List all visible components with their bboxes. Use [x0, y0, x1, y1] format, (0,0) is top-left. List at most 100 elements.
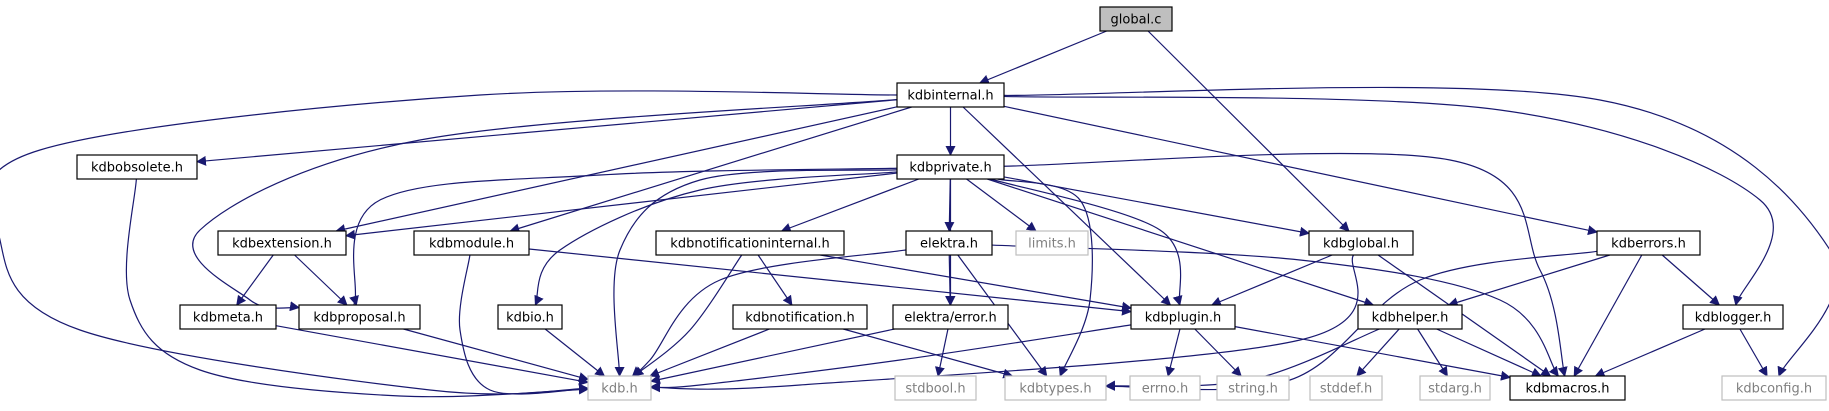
node-label: elektra.h [920, 237, 978, 252]
edge-kdbplugin-to-string [1194, 328, 1242, 377]
node-global-c[interactable]: global.c [1099, 6, 1173, 32]
node-label: kdbmodule.h [429, 237, 514, 252]
edge-kdbprivate-to-kdbnotificationinternal [780, 178, 920, 233]
node-kdbextension[interactable]: kdbextension.h [217, 230, 347, 256]
edge-elektra-to-elektra_error [945, 254, 956, 306]
node-label: kdbproposal.h [313, 311, 405, 326]
node-box [905, 230, 993, 256]
edge-kdbprivate-to-kdbglobal [1003, 176, 1310, 237]
node-box [1015, 230, 1089, 256]
node-kdbmeta[interactable]: kdbmeta.h [179, 304, 277, 330]
node-kdbobsolete[interactable]: kdbobsolete.h [76, 154, 198, 180]
node-label: elektra/error.h [904, 311, 997, 326]
node-box [1682, 304, 1784, 330]
node-box [1357, 304, 1463, 330]
node-label: string.h [1228, 382, 1278, 397]
node-kdbmacros[interactable]: kdbmacros.h [1509, 375, 1626, 401]
edge-kdbinternal-to-kdberrors [1003, 105, 1598, 236]
edge-kdbmodule-to-kdb [458, 254, 589, 395]
node-kdbinternal[interactable]: kdbinternal.h [896, 82, 1005, 108]
edge-kdbprivate-to-kdb [613, 169, 898, 377]
edge-kdbprivate-to-kdbextension [345, 172, 898, 240]
node-box [894, 375, 977, 401]
edge-kdbio-to-kdb [544, 328, 606, 377]
node-label: stdbool.h [905, 382, 965, 397]
node-kdberrors[interactable]: kdberrors.h [1596, 230, 1701, 256]
node-kdbtypes: kdbtypes.h [1004, 375, 1107, 401]
node-box [732, 304, 868, 330]
edge-layer [0, 30, 1829, 398]
node-kdbnotificationinternal[interactable]: kdbnotificationinternal.h [655, 230, 845, 256]
node-box [217, 230, 347, 256]
edge-kdbprivate-to-kdbmacros [1003, 152, 1568, 377]
node-box [1129, 375, 1201, 401]
node-label: kdbconfig.h [1736, 382, 1812, 397]
node-label: kdbplugin.h [1145, 311, 1222, 326]
edge-kdbnotificationinternal-to-kdbnotification [757, 254, 793, 306]
edge-elektra_error-to-stdbool [935, 328, 949, 377]
node-label: kdbglobal.h [1323, 237, 1399, 252]
edge-global_c-to-kdbglobal [1147, 30, 1350, 232]
edge-kdbextension-to-kdbproposal [294, 254, 348, 306]
edge-kdbmodule-to-kdbplugin [528, 248, 1132, 316]
node-kdbprivate[interactable]: kdbprivate.h [896, 154, 1005, 180]
edge-kdbmeta-to-kdb [275, 325, 589, 386]
edge-elektra-to-kdbmacros [991, 244, 1559, 377]
edge-kdbprivate-to-kdbhelper [987, 178, 1375, 307]
edge-kdbprivate-to-kdbplugin [990, 178, 1183, 306]
node-box [497, 304, 563, 330]
node-label: kdb.h [601, 382, 637, 397]
node-label: stddef.h [1320, 382, 1372, 397]
node-kdbio[interactable]: kdbio.h [497, 304, 563, 330]
edge-kdblogger-to-kdbmacros [1594, 328, 1706, 378]
node-box [587, 375, 652, 401]
node-label: kdbnotificationinternal.h [670, 237, 829, 252]
edge-kdbprivate-to-limits [966, 178, 1037, 232]
node-label: kdbprivate.h [909, 161, 991, 176]
node-label: stdarg.h [1428, 382, 1482, 397]
node-elektra-error[interactable]: elektra/error.h [892, 304, 1009, 330]
node-label: kdberrors.h [1611, 237, 1686, 252]
edge-kdblogger-to-kdbconfig [1739, 328, 1768, 377]
node-elektra[interactable]: elektra.h [905, 230, 993, 256]
node-kdbglobal[interactable]: kdbglobal.h [1308, 230, 1414, 256]
node-kdbnotification[interactable]: kdbnotification.h [732, 304, 868, 330]
edge-kdbhelper-to-stdarg [1417, 328, 1448, 377]
node-stddef: stddef.h [1309, 375, 1383, 401]
node-label: kdbmacros.h [1526, 382, 1610, 397]
node-kdbplugin[interactable]: kdbplugin.h [1130, 304, 1236, 330]
node-errno: errno.h [1129, 375, 1201, 401]
edge-kdbplugin-to-kdb [650, 324, 1132, 392]
edge-kdbinternal-to-kdbextension [335, 106, 898, 234]
node-kdblogger[interactable]: kdblogger.h [1682, 304, 1784, 330]
node-box [1308, 230, 1414, 256]
node-box [1004, 375, 1107, 401]
node-box [1721, 375, 1827, 401]
node-kdbproposal[interactable]: kdbproposal.h [298, 304, 421, 330]
node-stdbool: stdbool.h [894, 375, 977, 401]
node-label: kdbnotification.h [745, 311, 855, 326]
node-label: kdbinternal.h [907, 89, 993, 104]
node-label: global.c [1111, 13, 1162, 28]
node-box [896, 154, 1005, 180]
node-box [1509, 375, 1626, 401]
node-box [1216, 375, 1290, 401]
node-box [413, 230, 530, 256]
node-kdbconfig: kdbconfig.h [1721, 375, 1827, 401]
node-label: kdbobsolete.h [91, 161, 183, 176]
edge-kdberrors-to-kdbmacros [1573, 254, 1643, 377]
node-box [179, 304, 277, 330]
node-string: string.h [1216, 375, 1290, 401]
node-label: limits.h [1028, 237, 1076, 252]
node-kdb: kdb.h [587, 375, 652, 401]
edge-kdbproposal-to-kdb [403, 328, 589, 382]
node-kdbhelper[interactable]: kdbhelper.h [1357, 304, 1463, 330]
node-label: kdbextension.h [232, 237, 332, 252]
edge-kdbglobal-to-kdbmacros [1377, 254, 1552, 377]
node-limits: limits.h [1015, 230, 1089, 256]
edge-kdbprivate-to-kdbio [534, 171, 898, 306]
edge-kdbinternal-to-kdbmodule [509, 106, 912, 234]
node-label: kdblogger.h [1695, 311, 1772, 326]
node-kdbmodule[interactable]: kdbmodule.h [413, 230, 530, 256]
edge-kdbextension-to-kdbmeta [236, 254, 274, 306]
